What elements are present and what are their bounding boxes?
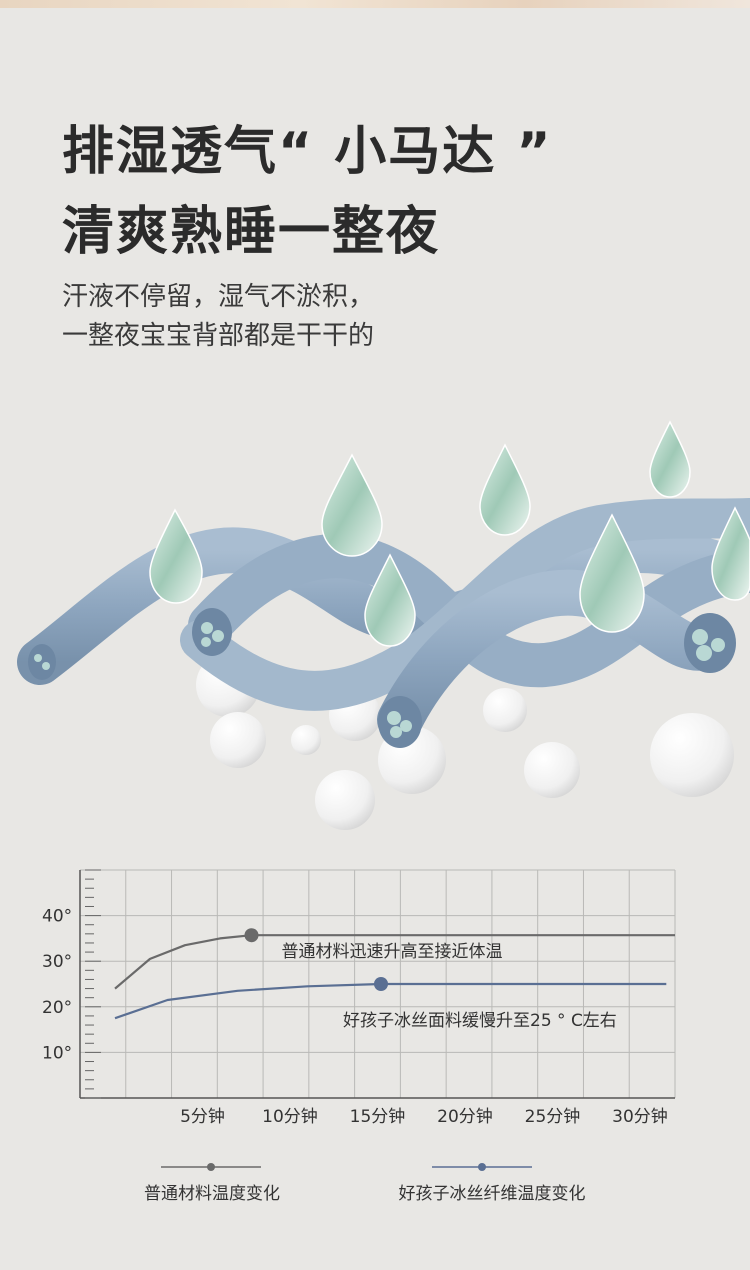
legend-label-2: 好孩子冰丝纤维温度变化	[399, 1184, 586, 1204]
series-line-1	[114, 934, 675, 990]
air-bubble-icon	[196, 653, 734, 830]
top-banner-strip	[0, 0, 750, 8]
subtext-line-1: 汗液不停留，湿气不淤积，	[62, 282, 375, 312]
x-tick-label: 15分钟	[350, 1107, 406, 1127]
legend-marker-2	[478, 1163, 486, 1171]
series-marker-2	[374, 977, 388, 991]
y-tick-label: 20°	[42, 998, 72, 1018]
water-drop-icon	[149, 420, 750, 647]
chart-series	[114, 928, 675, 1020]
chart-grid	[79, 869, 676, 1099]
x-tick-label: 5分钟	[180, 1107, 225, 1127]
y-axis-labels: 10° 20° 30° 40°	[42, 907, 72, 1064]
chart-legend: 普通材料温度变化 好孩子冰丝纤维温度变化	[144, 1163, 586, 1204]
headline-line-1: 排湿透气“ 小马达 ”	[62, 122, 553, 182]
x-tick-label: 25分钟	[525, 1107, 581, 1127]
legend-label-1: 普通材料温度变化	[144, 1184, 280, 1204]
series-marker-1	[244, 928, 259, 943]
y-tick-label: 30°	[42, 952, 72, 972]
subtext-line-2: 一整夜宝宝背部都是干干的	[62, 321, 375, 351]
x-axis-labels: 5分钟 10分钟 15分钟 20分钟 25分钟 30分钟	[180, 1107, 668, 1127]
series-line-2	[114, 982, 667, 1020]
y-tick-label: 40°	[42, 907, 72, 927]
y-axis-ticks	[85, 869, 101, 1099]
x-tick-label: 10分钟	[262, 1107, 318, 1127]
series-annotation-2: 好孩子冰丝面料缓慢升至25 ° C左右	[343, 1010, 617, 1031]
series-annotation-1: 普通材料迅速升高至接近体温	[282, 942, 503, 962]
x-tick-label: 20分钟	[437, 1107, 493, 1127]
temperature-chart: 10° 20° 30° 40° 5分钟 10分钟 15分钟 20分钟 25分钟 30分钟 普通材…	[42, 869, 676, 1204]
x-tick-label: 30分钟	[612, 1107, 668, 1127]
legend-marker-1	[207, 1163, 215, 1171]
subtext: 汗液不停留，湿气不淤积， 一整夜宝宝背部都是干干的	[62, 278, 374, 356]
y-tick-label: 10°	[42, 1043, 72, 1063]
fabric-fiber-illustration	[17, 420, 750, 830]
headline-line-2: 清爽熟睡一整夜	[62, 202, 441, 262]
headline: 排湿透气“ 小马达 ” 清爽熟睡一整夜	[62, 112, 553, 272]
